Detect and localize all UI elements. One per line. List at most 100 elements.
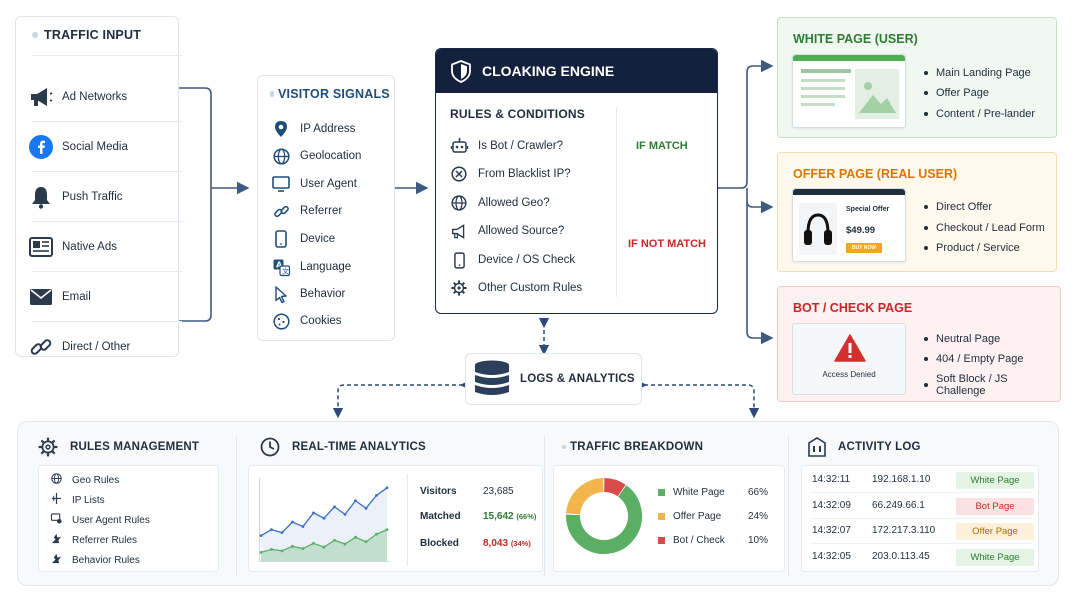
funnel-icon [32, 32, 38, 38]
series-1-point-8 [343, 542, 347, 546]
if-match-label: IF MATCH [636, 140, 688, 152]
globe-icon [272, 147, 290, 165]
series-0-point-4 [301, 525, 305, 528]
series-0-point-2 [280, 531, 284, 535]
envelope-icon [30, 288, 52, 306]
visitor-signals-panel: VISITOR SIGNALS IP Address Geolocation U… [257, 75, 395, 341]
legend-white-page-pct: 66% [748, 487, 769, 498]
series-1-point-0 [259, 551, 263, 554]
rule-bot-crawler: Is Bot / Crawler? [450, 136, 563, 156]
rules-management-header: RULES MANAGEMENT [38, 437, 199, 457]
series-0-point-11 [375, 494, 378, 497]
rule-allowed-geo: Allowed Geo? [450, 193, 550, 213]
rules-management-list: Geo Rules IP Lists User Agent Rules Refe… [38, 465, 219, 572]
series-0-point-6 [322, 516, 326, 520]
traffic-input-header: TRAFFIC INPUT [16, 17, 178, 53]
rules-item-referrer[interactable]: Referrer Rules [51, 533, 137, 547]
rules-item-user-agent[interactable]: User Agent Rules [50, 513, 150, 527]
chart-axes [259, 478, 389, 562]
legend-bot-check-pct: 10% [748, 535, 769, 546]
offer-page-card: OFFER PAGE (REAL USER) Special Offer $49… [777, 152, 1057, 272]
series-0-point-3 [291, 520, 294, 524]
cloaking-engine-panel: CLOAKING ENGINE RULES & CONDITIONS Is Bo… [435, 48, 718, 314]
series-1-point-7 [333, 538, 336, 542]
traffic-donut-chart [566, 478, 642, 554]
logs-analytics-box: LOGS & ANALYTICS [465, 353, 642, 405]
offer-page-mockup: Special Offer $49.99 BUY NOW [792, 188, 906, 262]
cookie-icon [272, 312, 290, 330]
series-1-point-3 [291, 544, 294, 548]
series-0-point-0 [259, 534, 263, 538]
stat-blocked-value: 8,043 (34%) [483, 538, 531, 549]
traffic-item-push-traffic[interactable]: Push Traffic [16, 172, 178, 222]
traffic-item-email[interactable]: Email [16, 272, 178, 322]
bot-bullet-neutral: Neutral Page [924, 333, 1000, 345]
rules-item-ip-lists[interactable]: IP Lists [51, 493, 105, 507]
traffic-input-panel: TRAFFIC INPUT Ad Networks Social Media P… [15, 16, 182, 357]
robot-icon [450, 137, 468, 155]
engine-to-outputs-connector [718, 59, 774, 189]
rule-device-os: Device / OS Check [450, 250, 575, 270]
series-0-point-7 [333, 505, 336, 509]
stat-visitors-value: 23,685 [483, 486, 514, 497]
legend-bot-check: Bot / Check [658, 535, 725, 546]
traffic-item-ad-networks[interactable]: Ad Networks [16, 72, 178, 122]
offer-bullet-direct: Direct Offer [924, 201, 992, 213]
headphones-icon [799, 203, 837, 255]
location-pin-icon [272, 120, 290, 138]
monitor-icon [272, 175, 290, 193]
warning-icon [834, 334, 866, 362]
user-agent-icon [50, 513, 62, 527]
rule-other-custom: Other Custom Rules [450, 278, 582, 298]
activity-log-header: ACTIVITY LOG [808, 437, 921, 457]
logs-left-dashed [332, 384, 463, 419]
signal-device: Device [272, 229, 335, 249]
phone-icon [450, 251, 468, 269]
svg-text:文: 文 [282, 266, 289, 275]
cloaking-engine-title: CLOAKING ENGINE [482, 63, 615, 79]
activity-log-title: ACTIVITY LOG [838, 441, 921, 453]
traffic-item-direct-other[interactable]: Direct / Other [16, 322, 178, 372]
blocked-icon [450, 165, 468, 183]
shield-icon [450, 59, 472, 83]
logs-analytics-title: LOGS & ANALYTICS [520, 373, 635, 385]
phone-icon [272, 230, 290, 248]
rules-item-geo[interactable]: Geo Rules [51, 473, 119, 487]
bot-bullet-404: 404 / Empty Page [924, 353, 1023, 365]
series-1-point-4 [301, 547, 305, 550]
white-page-title: WHITE PAGE (USER) [793, 32, 918, 46]
series-0-point-10 [364, 506, 368, 510]
megaphone-icon [450, 222, 468, 240]
series-1-point-10 [364, 540, 368, 544]
rules-item-behavior[interactable]: Behavior Rules [51, 553, 140, 567]
stat-matched-label: Matched [420, 511, 461, 522]
rules-conditions-title: RULES & CONDITIONS [450, 107, 585, 121]
mock-offer-price: $49.99 [846, 225, 876, 236]
stat-matched-value: 15,642 (66%) [483, 511, 537, 522]
legend-offer-page-pct: 24% [748, 511, 769, 522]
realtime-line-chart [259, 478, 389, 562]
building-icon [808, 437, 826, 457]
white-page-mockup [792, 54, 906, 128]
log-badge-offer: Offer Page [956, 523, 1034, 540]
traffic-item-social-media[interactable]: Social Media [16, 122, 178, 172]
logs-right-dashed [644, 384, 760, 419]
traffic-item-native-ads[interactable]: Native Ads [16, 222, 178, 272]
database-icon [474, 360, 510, 398]
if-not-match-label: IF NOT MATCH [628, 238, 707, 250]
realtime-analytics-header: REAL-TIME ANALYTICS [260, 437, 426, 457]
realtime-analytics-title: REAL-TIME ANALYTICS [292, 441, 426, 453]
donut-slice-offer-page [566, 478, 642, 554]
facebook-icon [29, 135, 53, 159]
mock-offer-title: Special Offer [846, 206, 890, 213]
offer-bullet-checkout: Checkout / Lead Form [924, 222, 1045, 234]
signal-behavior: Behavior [272, 284, 345, 304]
network-icon [51, 493, 62, 507]
stat-visitors-label: Visitors [420, 486, 457, 497]
series-1-point-6 [322, 545, 326, 549]
